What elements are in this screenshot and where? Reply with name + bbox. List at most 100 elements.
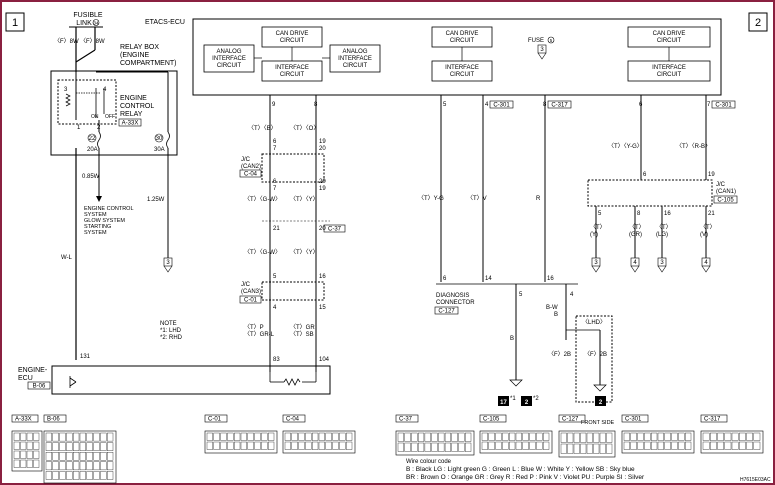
can-p20-2: 20 (319, 146, 326, 152)
relay-pin3: 3 (64, 87, 68, 93)
connector-cavity (710, 432, 717, 441)
connector-cavity (739, 441, 746, 450)
connector-cavity (240, 441, 247, 450)
connector-cavity (567, 432, 574, 443)
ground-2: 2 (525, 400, 529, 406)
connector-cavity (86, 442, 93, 451)
jc1-branch-arrow (701, 265, 711, 273)
connector-cavity (465, 442, 472, 452)
jc-can3-box (261, 281, 325, 301)
can-wire-p: 〈T〉P (244, 324, 264, 331)
interface-3-l1: INTERFACE (652, 65, 686, 71)
etacs-c317: C-317 (551, 103, 568, 109)
diag-wire-yg: 〈T〉Y-G (418, 195, 444, 202)
can-drive-1-l2: CIRCUIT (280, 38, 305, 44)
connector-cavity (13, 441, 20, 450)
connector-cavity (586, 443, 593, 454)
connector-cavity (20, 459, 27, 468)
relay-pin1: 1 (77, 125, 81, 131)
connector-cavity (731, 441, 739, 450)
connector-cavity (746, 432, 753, 441)
ecu-p83: 83 (273, 357, 280, 363)
connector-shape (282, 430, 356, 454)
etacs-ecu-box (192, 18, 722, 96)
etacs-c301a-box (489, 100, 514, 109)
connector-cavity (52, 461, 59, 471)
analog-interface-right (329, 44, 381, 73)
connector-cavity (254, 432, 261, 441)
connector-cavity (247, 441, 254, 450)
connector-cavity (206, 432, 213, 441)
diag-conn-box (434, 306, 459, 315)
connector-cavity (481, 441, 488, 450)
connector-cavity (213, 432, 220, 441)
fusible-link-num: 34 (93, 21, 99, 26)
jc1-branch-pin: 16 (664, 211, 671, 217)
connector-cavity (522, 432, 529, 441)
can-p19-1: 19 (319, 139, 326, 145)
connector-cavity (220, 441, 227, 450)
connector-cavity (346, 441, 353, 450)
connector-tag (700, 414, 728, 423)
connector-cavity (45, 432, 52, 442)
can-p16: 16 (319, 274, 326, 280)
connector-cavity (671, 432, 678, 441)
connector-cavity (227, 432, 234, 441)
system-l3: GLOW SYSTEM (84, 218, 125, 224)
connector-cavity (220, 432, 227, 441)
engine-ecu-box (51, 365, 331, 395)
fusible-link-num-circle (92, 19, 100, 26)
connector-cavity (86, 461, 93, 471)
system-l2: SYSTEM (84, 212, 107, 218)
lhd-box (575, 315, 613, 403)
can-drive-3 (627, 26, 711, 48)
can-drive-3-l1: CAN DRIVE (653, 31, 686, 37)
connector-cavity (312, 432, 319, 441)
connector-cavity (268, 432, 275, 441)
fuse-22-num: 22 (89, 136, 96, 142)
connector-label: B-06 (47, 417, 60, 423)
connector-cavity (339, 441, 346, 450)
can-drive-2-l1: CAN DRIVE (446, 31, 479, 37)
connector-cavity (664, 441, 671, 450)
connector-cavity (424, 442, 431, 452)
connector-cavity (536, 432, 543, 441)
connector-cavity (685, 441, 692, 450)
fusible-link-title: FUSIBLE (73, 12, 103, 19)
connector-cavity (623, 432, 630, 441)
connector-cavity (100, 461, 107, 471)
connector-cavity (573, 443, 580, 454)
ground-2-box (521, 396, 532, 406)
engine-ecu-l1: ENGINE- (18, 367, 48, 374)
connector-cavity (100, 432, 107, 442)
fuse5-arrow (537, 52, 547, 60)
connector-cavity (59, 452, 66, 461)
connector-cavity (66, 452, 73, 461)
relay-on: ON (91, 114, 99, 120)
connector-label: C-01 (208, 417, 222, 423)
jc2-conn-box (239, 169, 262, 178)
jc3-l1: J/C (241, 282, 251, 288)
connector-cavity (33, 459, 40, 468)
connector-cavity (268, 441, 275, 450)
arrow-to-systems (96, 196, 102, 202)
connector-cavity (710, 441, 717, 450)
connector-cavity (33, 432, 40, 441)
fuse5-circle (547, 36, 555, 44)
connector-cavity (397, 432, 404, 442)
etacs-pin4: 4 (485, 102, 489, 108)
connector-cavity (739, 432, 746, 441)
can-p5: 5 (273, 274, 277, 280)
jc1-branch-ref: 4 (704, 260, 708, 266)
connector-cavity (702, 441, 710, 450)
connector-cavity (418, 432, 425, 442)
connector-cavity (52, 432, 59, 442)
can-wire-to: 〈T〉〈O〉 (290, 125, 319, 132)
can-p21: 21 (273, 226, 280, 232)
connector-cavity (678, 432, 685, 441)
connector-label: C-317 (704, 417, 721, 423)
connector-cavity (458, 432, 465, 442)
can-wire-gw2: 〈T〉〈G-W〉 (244, 249, 281, 256)
connector-cavity (261, 441, 268, 450)
analog-left-l2: INTERFACE (212, 56, 246, 62)
